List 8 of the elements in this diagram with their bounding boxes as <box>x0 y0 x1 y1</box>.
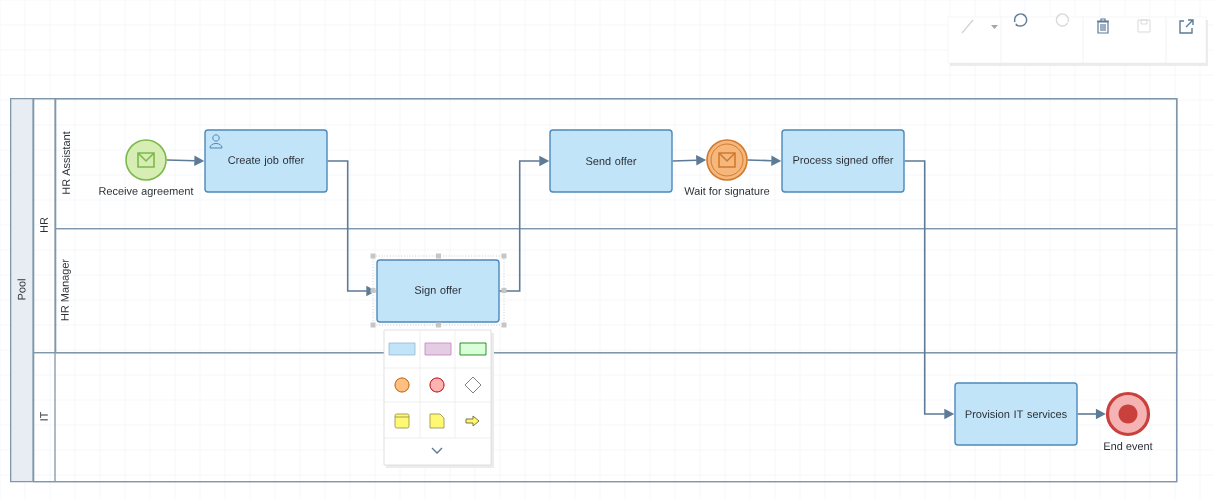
event-label: End event <box>1104 441 1153 450</box>
task-box: Provision IT services <box>954 382 1078 446</box>
task-box: Process signed offer <box>781 129 905 193</box>
event-label: Receive agreement <box>99 186 194 198</box>
event-label: Wait for signature <box>684 186 770 198</box>
task-box: Sign offer <box>376 259 500 323</box>
task-box: Create job offer <box>204 129 328 193</box>
task-box: Send offer <box>549 129 673 193</box>
